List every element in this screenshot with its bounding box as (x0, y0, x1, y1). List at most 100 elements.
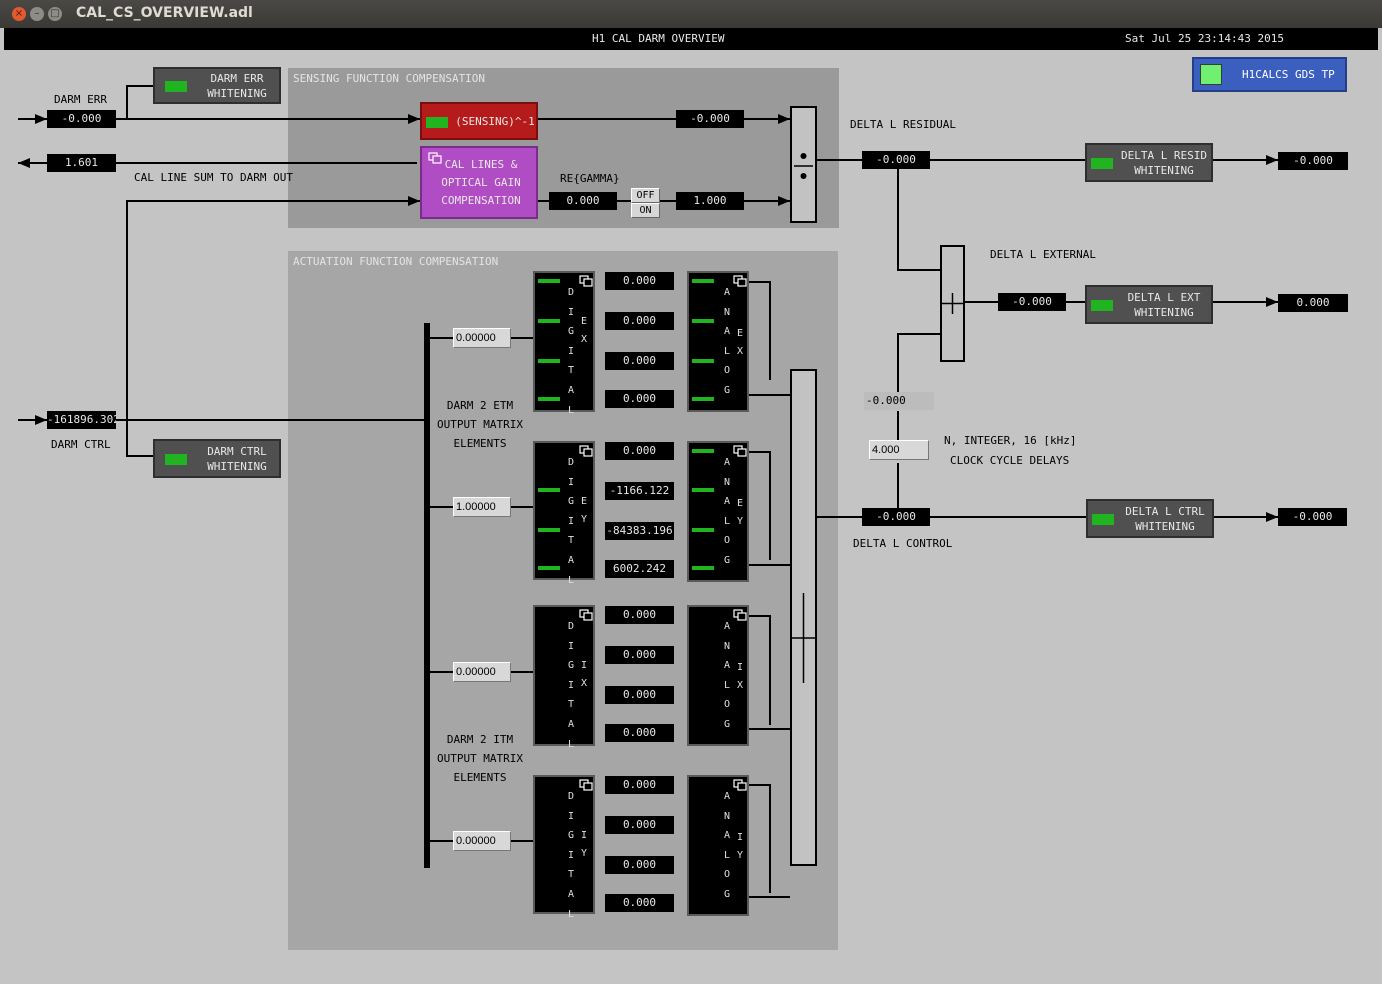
status-led (538, 528, 560, 532)
status-led (165, 454, 187, 465)
button-label: DELTA L CTRL WHITENING (1125, 504, 1205, 533)
ey-value-0: 0.000 (605, 442, 674, 460)
darm-ctrl-whitening-button[interactable]: DARM CTRL WHITENING (153, 439, 281, 478)
status-led (1091, 158, 1113, 169)
sensing-panel-title: SENSING FUNCTION COMPENSATION (293, 72, 486, 85)
status-led (538, 566, 560, 570)
button-label: DARM ERR WHITENING (207, 71, 267, 100)
delta-l-external-label: DELTA L EXTERNAL (990, 248, 1096, 261)
delta-l-control-value: -0.000 (862, 508, 930, 526)
related-display-icon (579, 445, 593, 457)
window-titlebar: × – □ CAL_CS_OVERVIEW.adl (0, 0, 1382, 28)
actuation-panel-title: ACTUATION FUNCTION COMPENSATION (293, 255, 499, 268)
gain-output: 1.000 (676, 192, 744, 210)
darm-ctrl-value: -161896.302 (47, 411, 116, 429)
ey-matrix-input[interactable] (453, 497, 511, 517)
related-display-icon (579, 779, 593, 791)
related-display-icon (733, 609, 747, 621)
status-led (1091, 300, 1113, 311)
button-label: DELTA L RESID WHITENING (1120, 148, 1208, 177)
iy-matrix-input[interactable] (453, 831, 511, 851)
sum-block-actuation (790, 369, 817, 866)
related-display-icon (579, 275, 593, 287)
related-display-icon (733, 779, 747, 791)
cal-lines-button[interactable]: CAL LINES & OPTICAL GAIN COMPENSATION (420, 146, 538, 219)
minimize-icon[interactable]: – (30, 7, 44, 21)
cal-line-sum-label: CAL LINE SUM TO DARM OUT (134, 171, 293, 184)
button-label: DARM CTRL WHITENING (207, 444, 267, 473)
maximize-icon[interactable]: □ (48, 7, 62, 21)
ex-matrix-input[interactable] (453, 328, 511, 348)
button-label: H1CALCS GDS TP (1242, 68, 1335, 81)
delta-l-resid-whitening-button[interactable]: DELTA L RESID WHITENING (1085, 143, 1213, 182)
page-title: H1 CAL DARM OVERVIEW (592, 32, 725, 45)
related-display-icon (733, 275, 747, 287)
status-led (692, 528, 714, 532)
delta-l-ext-whitening-button[interactable]: DELTA L EXT WHITENING (1085, 285, 1213, 324)
sensing-inverse-button[interactable]: (SENSING)^-1 (420, 102, 538, 140)
sensing-inverse-output: -0.000 (676, 110, 744, 128)
gds-tp-button[interactable]: H1CALCS GDS TP (1192, 57, 1347, 92)
cal-line-sum-value: 1.601 (47, 154, 116, 172)
related-display-icon (428, 152, 442, 164)
status-led (426, 117, 448, 128)
ex-value-0: 0.000 (605, 272, 674, 290)
on-button[interactable]: ON (631, 203, 660, 218)
delay-label-line2: CLOCK CYCLE DELAYS (950, 454, 1070, 467)
delta-l-external-value: -0.000 (998, 293, 1066, 311)
sum-icon (792, 593, 815, 683)
related-display-icon (579, 609, 593, 621)
darm-err-whitening-button[interactable]: DARM ERR WHITENING (153, 67, 281, 104)
darm-err-value: -0.000 (47, 110, 116, 128)
ey-value-1: -1166.122 (605, 482, 674, 500)
delta-l-ctrl-out: -0.000 (1278, 508, 1347, 526)
darm-ctrl-label: DARM CTRL (51, 438, 111, 451)
ex-value-1: 0.000 (605, 312, 674, 330)
status-led (1092, 514, 1114, 525)
ey-value-2: -84383.196 (605, 522, 674, 540)
iy-value-0: 0.000 (605, 776, 674, 794)
ix-matrix-input[interactable] (453, 662, 511, 682)
etm-matrix-label: DARM 2 ETM OUTPUT MATRIX ELEMENTS (436, 399, 524, 450)
delay-label-line1: N, INTEGER, 16 [kHz] (944, 434, 1077, 447)
status-led (692, 319, 714, 323)
ix-value-1: 0.000 (605, 646, 674, 664)
delay-cycles-input[interactable] (869, 440, 929, 460)
status-led (538, 488, 560, 492)
multiply-block (790, 106, 817, 223)
status-led (538, 279, 560, 283)
status-led (1200, 64, 1222, 85)
delta-l-residual-value: -0.000 (862, 151, 930, 169)
delta-l-ctrl-whitening-button[interactable]: DELTA L CTRL WHITENING (1086, 499, 1214, 538)
ix-value-0: 0.000 (605, 606, 674, 624)
status-led (692, 566, 714, 570)
iy-value-1: 0.000 (605, 816, 674, 834)
status-led (538, 397, 560, 401)
darm-err-label: DARM ERR (54, 93, 107, 106)
off-button[interactable]: OFF (631, 188, 660, 203)
re-gamma-label: RE{GAMMA} (560, 172, 620, 185)
delta-l-control-label: DELTA L CONTROL (853, 537, 953, 550)
close-icon[interactable]: × (12, 7, 26, 21)
delta-l-residual-label: DELTA L RESIDUAL (850, 118, 956, 131)
